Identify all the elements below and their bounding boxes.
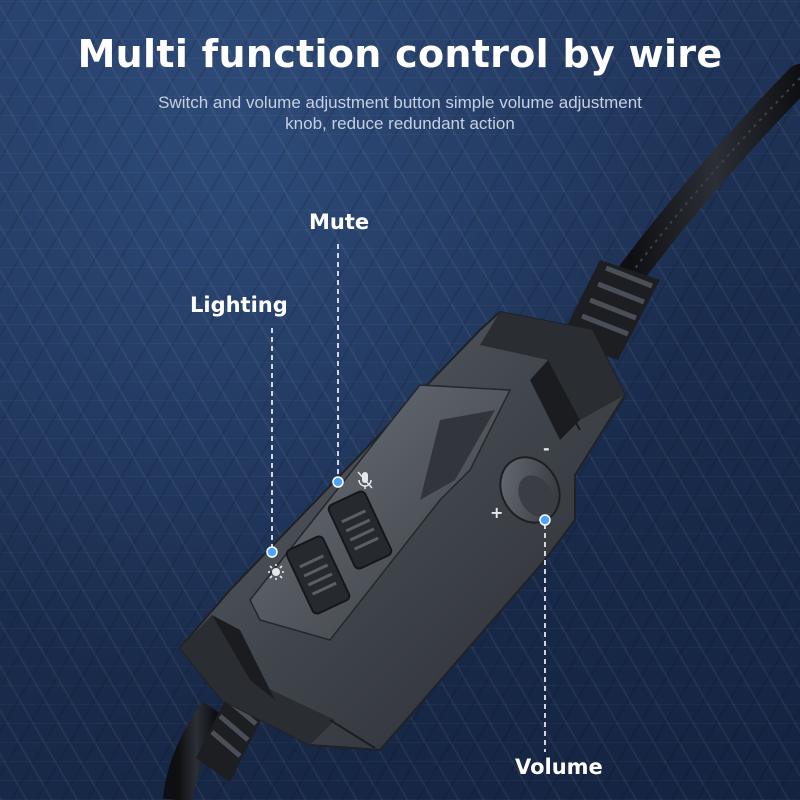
lighting-switch — [285, 535, 351, 615]
sun-icon — [268, 564, 284, 580]
upper-cable — [616, 64, 800, 289]
mute-label: Mute — [309, 210, 370, 234]
volume-label: Volume — [515, 755, 603, 779]
volume-minus-mark: - — [543, 439, 550, 458]
mute-marker-dot — [332, 476, 344, 488]
volume-plus-mark: + — [490, 503, 503, 522]
mute-switch — [327, 490, 393, 570]
lighting-marker-dot — [266, 546, 278, 558]
subheadline: Switch and volume adjustment button simp… — [158, 93, 642, 133]
headline: Multi function control by wire — [77, 32, 723, 76]
volume-knob — [499, 456, 561, 524]
lighting-label: Lighting — [190, 293, 288, 317]
controller-body — [178, 310, 627, 752]
volume-marker-dot — [539, 514, 551, 526]
microphone-icon — [357, 471, 373, 489]
